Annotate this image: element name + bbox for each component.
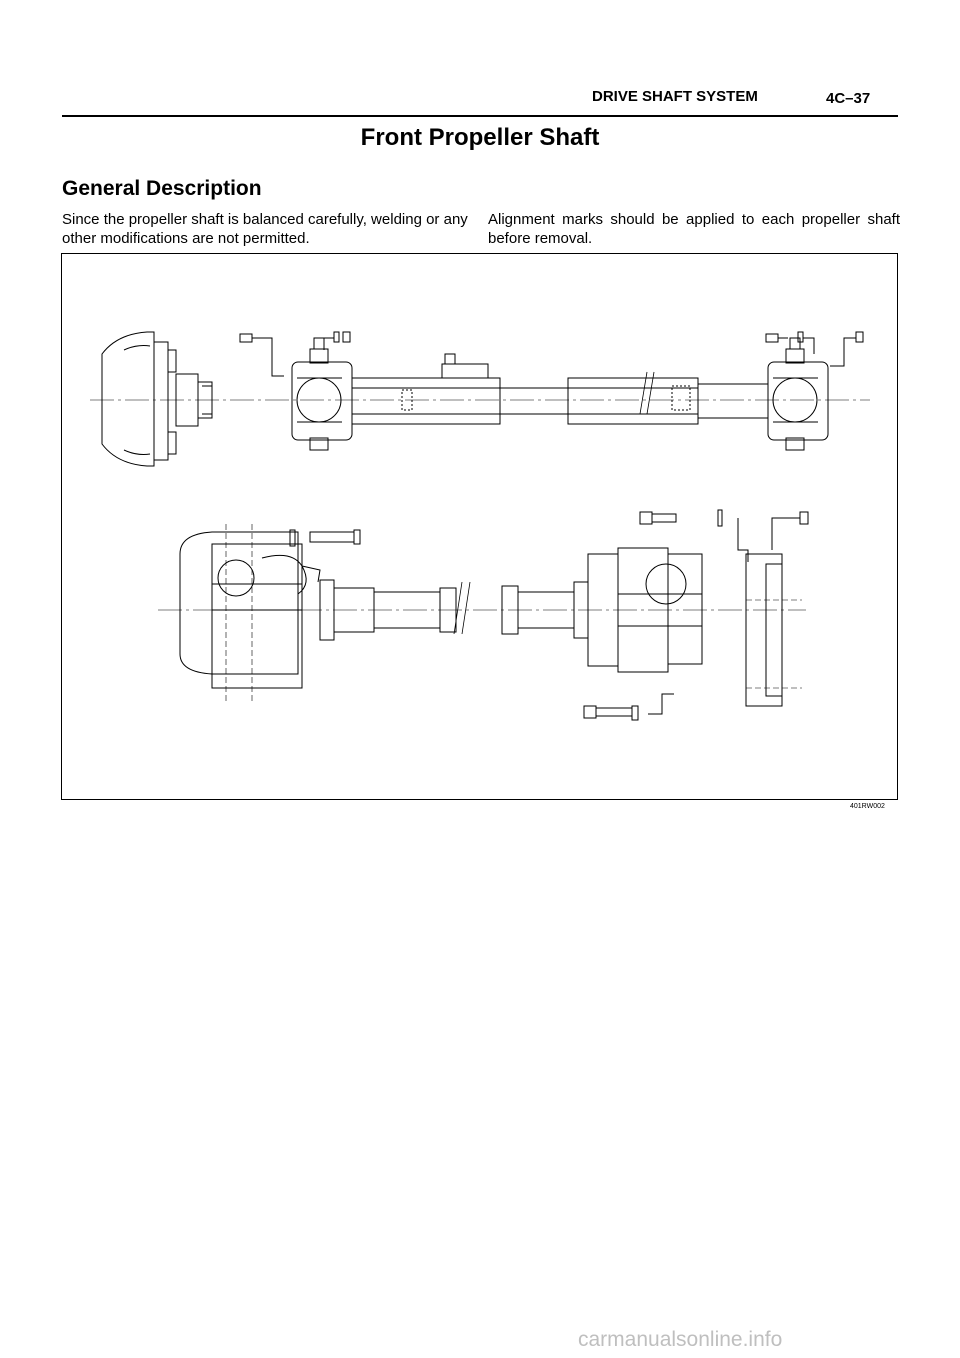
upper-shaft-assembly — [90, 331, 870, 467]
description-paragraph-left: Since the propeller shaft is balanced ca… — [62, 211, 468, 247]
lower-shaft-assembly — [158, 509, 809, 721]
description-paragraph-right: Alignment marks should be applied to eac… — [488, 211, 900, 247]
footer-watermark: carmanualsonline.info — [578, 1328, 783, 1351]
propeller-shaft-drawing — [90, 331, 870, 721]
section-title: DRIVE SHAFT SYSTEM — [592, 88, 758, 105]
section-subtitle: General Description — [62, 177, 262, 200]
page-number: 4C–37 — [826, 90, 871, 107]
figure-code: 401RW002 — [850, 803, 885, 810]
propeller-shaft-figure — [61, 253, 898, 800]
page-title: Front Propeller Shaft — [360, 124, 600, 151]
header-rule — [62, 115, 898, 117]
